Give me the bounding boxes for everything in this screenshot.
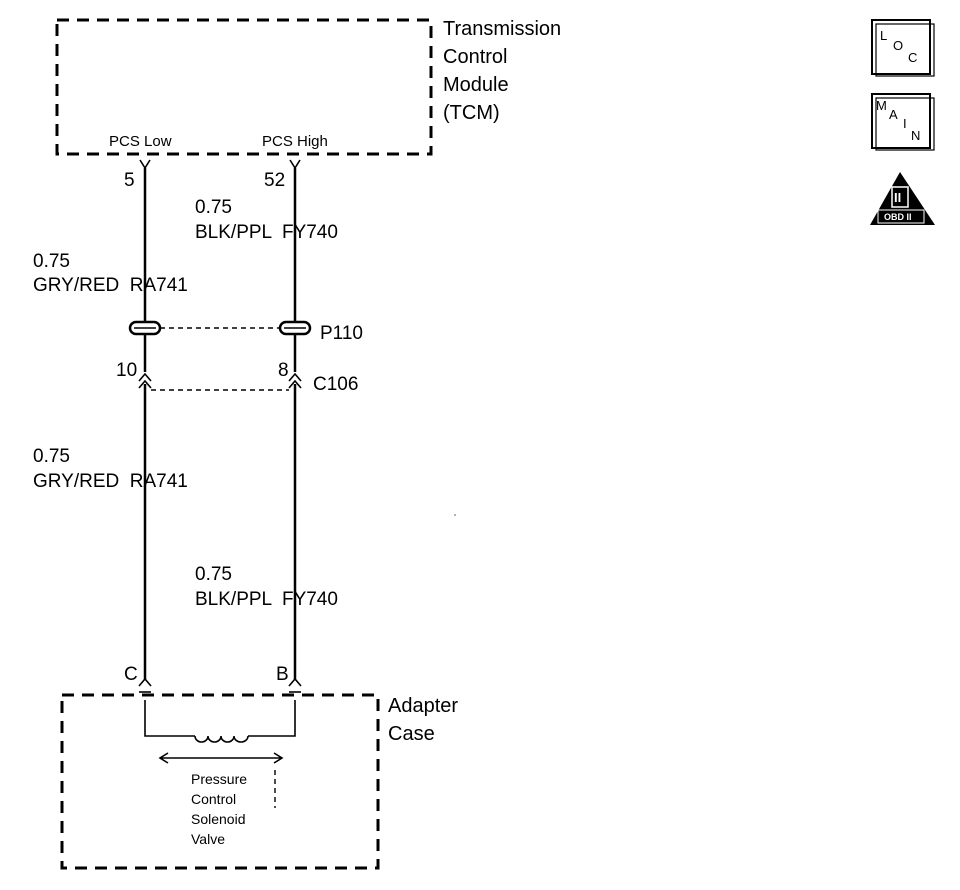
- obd-ii-icon[interactable]: II OBD II: [870, 172, 935, 225]
- tcm-pin-52-terminal: [289, 159, 301, 170]
- adapter-pin-c-terminal: [138, 677, 152, 687]
- c106-pin-8-number: 8: [278, 360, 289, 381]
- solenoid-wire-right: [248, 700, 296, 737]
- wire-right-upper-size: 0.75: [195, 197, 232, 218]
- c106-label: C106: [313, 374, 358, 395]
- wire-right-lower-spec: BLK/PPL FY740: [195, 589, 338, 610]
- adapter-pin-b-terminal: [288, 677, 302, 687]
- main-icon-letter-3: I: [903, 116, 907, 131]
- tcm-module-box: [55, 18, 433, 156]
- tcm-title-line-4: (TCM): [443, 102, 500, 124]
- solenoid-label-line-2: Control: [191, 791, 236, 807]
- scan-speck: [454, 514, 456, 516]
- adapter-pin-c-label: C: [124, 664, 138, 685]
- solenoid-double-arrow-icon: [158, 752, 284, 764]
- p110-label: P110: [320, 323, 363, 344]
- tcm-pin-5-number: 5: [124, 170, 135, 191]
- main-icon-letter-1: M: [876, 98, 887, 113]
- tcm-pin-5-terminal: [139, 159, 151, 170]
- loc-icon-letter-2: O: [893, 38, 903, 53]
- adapter-pin-b-label: B: [276, 664, 289, 685]
- c106-pin-8-terminal-bottom: [288, 379, 302, 389]
- tcm-pin-52-number: 52: [264, 170, 285, 191]
- main-icon-letter-4: N: [911, 128, 920, 143]
- obd-icon-numeral: II: [894, 190, 901, 205]
- wire-left-upper-spec: GRY/RED RA741: [33, 275, 188, 296]
- pcs-low-pin-label: PCS Low: [109, 133, 172, 150]
- c106-pin-10-number: 10: [116, 360, 137, 381]
- obd-icon-label: OBD II: [884, 212, 912, 222]
- solenoid-label-line-1: Pressure: [191, 771, 247, 787]
- loc-icon-letter-3: C: [908, 50, 917, 65]
- adapter-case-title-line-1: Adapter: [388, 695, 458, 717]
- wire-right-lower-size: 0.75: [195, 564, 232, 585]
- solenoid-wire-left: [144, 700, 195, 737]
- adapter-case-box: [60, 693, 380, 870]
- wire-right-upper-spec: BLK/PPL FY740: [195, 222, 338, 243]
- tcm-title-line-2: Control: [443, 46, 507, 68]
- wire-left-upper-size: 0.75: [33, 251, 70, 272]
- solenoid-coil-icon: [194, 735, 249, 743]
- tcm-title-line-1: Transmission: [443, 18, 561, 40]
- c106-pin-10-terminal-bottom: [138, 379, 152, 389]
- tcm-title-line-3: Module: [443, 74, 509, 96]
- c106-pin-8-terminal-top: [288, 372, 302, 382]
- solenoid-label-line-3: Solenoid: [191, 811, 246, 827]
- adapter-case-title-line-2: Case: [388, 723, 435, 745]
- loc-icon-letter-1: L: [880, 28, 887, 43]
- main-icon-letter-2: A: [889, 107, 898, 122]
- main-icon[interactable]: M A I N: [871, 93, 935, 151]
- wire-left-lower-spec: GRY/RED RA741: [33, 471, 188, 492]
- wire-left-lower-size: 0.75: [33, 446, 70, 467]
- c106-pin-10-terminal-top: [138, 372, 152, 382]
- loc-icon[interactable]: L O C: [871, 19, 935, 77]
- solenoid-label-line-4: Valve: [191, 831, 225, 847]
- pcs-high-pin-label: PCS High: [262, 133, 328, 150]
